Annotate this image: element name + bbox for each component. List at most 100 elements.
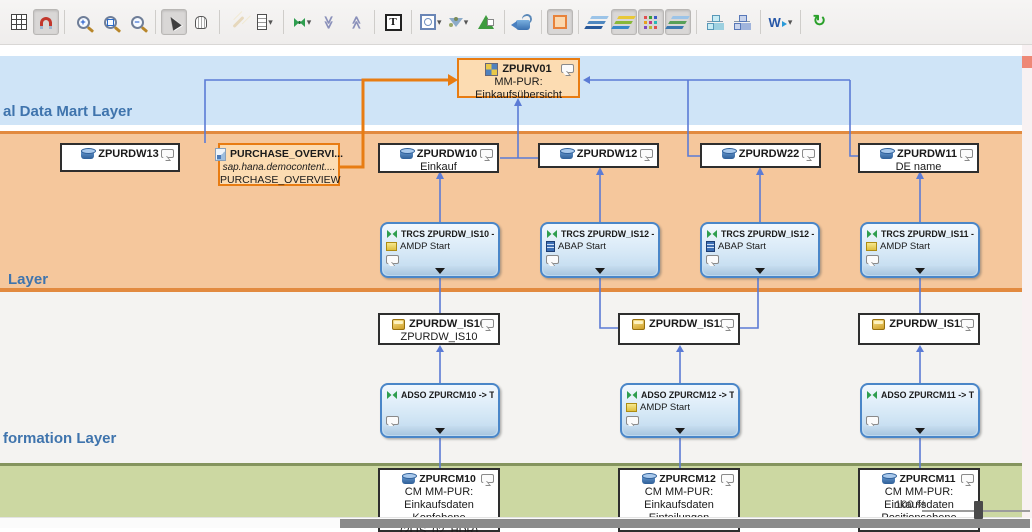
expand-footer[interactable] <box>863 426 977 435</box>
toolbar-separator <box>283 10 284 34</box>
grid-toggle-button[interactable] <box>6 9 32 35</box>
node-zpurv01[interactable]: ZPURV01 MM-PUR: Einkaufsübersicht <box>457 58 580 101</box>
comment-bubble-icon[interactable] <box>706 255 719 264</box>
node-title: ZPURDW11 <box>897 148 957 160</box>
comment-bubble-icon[interactable] <box>961 319 974 328</box>
comment-bubble-icon[interactable] <box>626 416 639 425</box>
node-trcs-is10[interactable]: TRCS ZPURDW_IS10 -> ADSO... AMDP Start <box>380 222 500 278</box>
comment-bubble-icon[interactable] <box>386 416 399 425</box>
expand-footer[interactable] <box>863 266 977 275</box>
collapse-all-button[interactable]: ≫ <box>316 9 342 35</box>
node-trcs-is12-a[interactable]: TRCS ZPURDW_IS12 -> ADSO... ABAP Start <box>540 222 660 278</box>
composite-provider-icon <box>485 62 499 76</box>
node-description: MM-PUR: <box>494 76 543 88</box>
transformation-title: ADSO ZPURCM11 -> TRCS ZP... <box>881 389 974 400</box>
comment-bubble-icon[interactable] <box>640 149 653 158</box>
comment-bubble-icon[interactable] <box>481 474 494 483</box>
expand-footer[interactable] <box>383 266 497 275</box>
abap-script-icon <box>546 241 555 252</box>
comment-bubble-icon[interactable] <box>480 149 493 158</box>
node-zpurdw22[interactable]: ZPURDW22 <box>700 143 821 168</box>
transformation-routine: AMDP Start <box>400 241 450 252</box>
node-zpurdw12[interactable]: ZPURDW12 <box>538 143 659 168</box>
toolbar-separator <box>503 10 505 34</box>
comment-bubble-icon[interactable] <box>866 416 879 425</box>
node-package: sap.hana.democontent.... <box>222 162 336 173</box>
color-grid-button[interactable] <box>637 9 664 35</box>
chart-triangle-icon <box>477 15 494 29</box>
node-title: PURCHASE_OVERVI... <box>230 148 344 160</box>
filter-button[interactable]: ▾ <box>446 9 472 35</box>
expand-all-button[interactable]: ≫ <box>343 9 369 35</box>
comment-bubble-icon[interactable] <box>546 255 559 264</box>
toolbar-separator <box>800 10 802 34</box>
node-adso-zpurcm10[interactable]: ADSO ZPURCM10 -> TRCS ZP... <box>380 383 500 438</box>
comment-bubble-icon[interactable] <box>721 474 734 483</box>
horizontal-scrollbar[interactable] <box>0 517 1032 528</box>
pan-tool-button[interactable] <box>188 9 214 35</box>
vertical-scrollbar[interactable] <box>1022 45 1032 518</box>
node-zpurdw-is11[interactable]: ZPURDW_IS11 <box>858 313 980 345</box>
comment-bubble-icon[interactable] <box>481 319 494 328</box>
watering-can-button[interactable] <box>510 9 536 35</box>
node-description: (2LIS_02_HDR) <box>399 525 479 532</box>
cursor-icon <box>166 13 182 31</box>
node-zpurdw13[interactable]: ZPURDW13 <box>60 143 180 172</box>
expand-footer[interactable] <box>703 266 817 275</box>
zoom-slider-handle[interactable] <box>974 501 983 519</box>
node-zpurdw-is12[interactable]: ZPURDW_IS12 <box>618 313 740 345</box>
node-trcs-is12-b[interactable]: TRCS ZPURDW_IS12 -> ADSO... ABAP Start <box>700 222 820 278</box>
orange-square-icon <box>552 15 567 29</box>
snap-toggle-button[interactable] <box>33 9 59 35</box>
zoom-in-button[interactable]: + <box>70 9 96 35</box>
comment-bubble-icon[interactable] <box>561 64 574 73</box>
expand-footer[interactable] <box>623 426 737 435</box>
node-adso-zpurcm12[interactable]: ADSO ZPURCM12 -> TRCS ZP... AMDP Start <box>620 383 740 438</box>
node-zpurdw10[interactable]: ZPURDW10 Einkauf <box>378 143 499 173</box>
comment-bubble-icon[interactable] <box>161 149 174 158</box>
vertical-scrollbar-thumb[interactable] <box>1022 56 1032 68</box>
highlight-button[interactable] <box>546 9 573 35</box>
layers-colored-button[interactable] <box>610 9 637 35</box>
node-adso-zpurcm11[interactable]: ADSO ZPURCM11 -> TRCS ZP... <box>860 383 980 438</box>
expand-all-icon: ≫ <box>348 15 364 29</box>
zoom-out-button[interactable]: − <box>124 9 150 35</box>
chart-button[interactable] <box>473 9 499 35</box>
transformation-bowtie-icon <box>627 390 637 399</box>
zoom-fit-button[interactable] <box>97 9 123 35</box>
node-trcs-is11[interactable]: TRCS ZPURDW_IS11 -> ADSO... AMDP Start <box>860 222 980 278</box>
comment-bubble-icon[interactable] <box>961 474 974 483</box>
text-tool-button[interactable]: T <box>380 9 406 35</box>
transformation-button[interactable]: ▾ <box>289 9 315 35</box>
comment-bubble-icon[interactable] <box>866 255 879 264</box>
comment-bubble-icon[interactable] <box>721 319 734 328</box>
toolbar-separator <box>155 10 156 34</box>
datastore-icon <box>721 147 737 159</box>
node-zpurdw11[interactable]: ZPURDW11 DE name <box>858 143 979 173</box>
word-export-button[interactable]: W▾ <box>766 9 796 35</box>
node-zpurdw-is10[interactable]: ZPURDW_IS10 ZPURDW_IS10 <box>378 313 500 345</box>
comment-bubble-icon[interactable] <box>386 255 399 264</box>
auto-layout-button[interactable] <box>225 9 251 35</box>
layers-edit-button[interactable] <box>584 9 610 35</box>
select-tool-button[interactable] <box>161 9 187 35</box>
node-title: ZPURDW13 <box>98 148 159 160</box>
layers-colored-icon <box>611 15 636 29</box>
node-purchase-overview[interactable]: PURCHASE_OVERVI... sap.hana.democontent.… <box>215 143 344 186</box>
hierarchy-b-button[interactable] <box>729 9 755 35</box>
expand-triangle-icon <box>435 427 445 434</box>
hierarchy-a-button[interactable] <box>702 9 728 35</box>
layout-columns-button[interactable]: ▾ <box>252 9 278 35</box>
comment-bubble-icon[interactable] <box>960 149 973 158</box>
search-button[interactable]: ▾ <box>417 9 445 35</box>
layers-image-button[interactable] <box>664 9 691 35</box>
comment-bubble-icon[interactable] <box>802 149 815 158</box>
refresh-button[interactable]: ↻ <box>806 9 832 35</box>
expand-footer[interactable] <box>543 266 657 275</box>
horizontal-scrollbar-thumb[interactable] <box>340 519 1030 528</box>
transformation-title: ADSO ZPURCM12 -> TRCS ZP... <box>641 389 734 400</box>
node-zpurcm10[interactable]: ZPURCM10 CM MM-PUR: Einkaufsdaten Kopfeb… <box>378 468 500 532</box>
toolbar-separator <box>374 10 375 34</box>
expand-footer[interactable] <box>383 426 497 435</box>
